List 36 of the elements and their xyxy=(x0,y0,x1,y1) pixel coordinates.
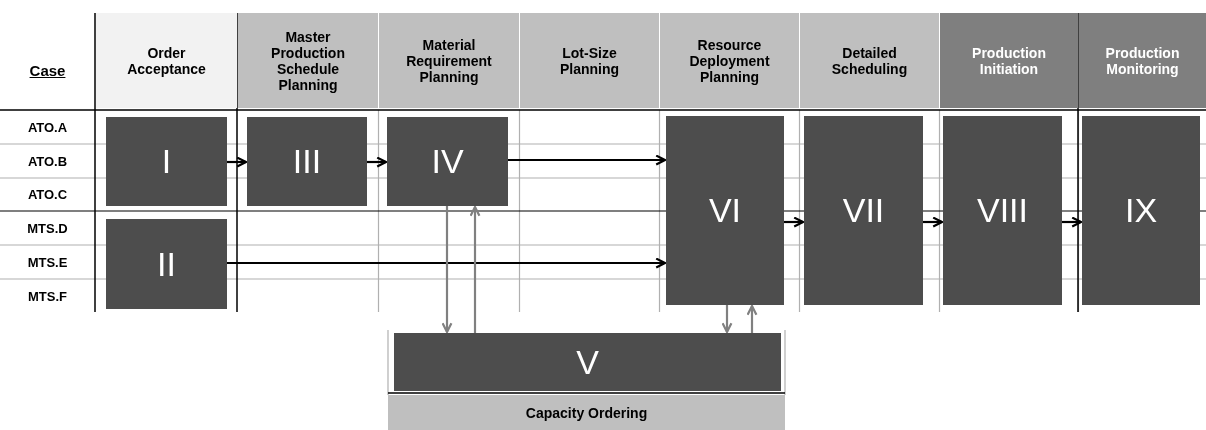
process-box: I xyxy=(106,117,227,206)
arrow xyxy=(227,156,248,168)
column-header: Resource Deployment Planning xyxy=(660,13,799,108)
column-header: Production Monitoring xyxy=(1079,13,1206,108)
arrow xyxy=(469,205,481,333)
row-label: MTS.F xyxy=(27,289,68,304)
process-box: V xyxy=(394,333,781,391)
row-label: MTS.E xyxy=(26,255,69,270)
process-box: IV xyxy=(387,117,508,206)
process-box: VII xyxy=(804,116,923,305)
arrow xyxy=(784,216,805,228)
process-box: III xyxy=(247,117,367,206)
arrow xyxy=(721,305,733,334)
arrow xyxy=(441,206,453,334)
arrow xyxy=(508,154,667,166)
column-heading: Case xyxy=(28,62,67,79)
arrow xyxy=(227,257,667,269)
arrow xyxy=(367,156,388,168)
process-box: VIII xyxy=(943,116,1062,305)
arrow xyxy=(746,304,758,333)
process-box: IX xyxy=(1082,116,1200,305)
arrow xyxy=(923,216,944,228)
column-header: Production Initiation xyxy=(940,13,1078,108)
process-box: VI xyxy=(666,116,784,305)
column-header: Master Production Schedule Planning xyxy=(238,13,378,108)
column-header: Material Requirement Planning xyxy=(379,13,519,108)
column-header: Lot-Size Planning xyxy=(520,13,659,108)
row-label: ATO.C xyxy=(26,187,69,202)
arrow xyxy=(1062,216,1083,228)
process-box: II xyxy=(106,219,227,309)
band-header: Capacity Ordering xyxy=(388,395,785,430)
row-label: ATO.A xyxy=(26,120,69,135)
row-label: MTS.D xyxy=(26,221,69,236)
column-header: Order Acceptance xyxy=(96,13,237,108)
column-header: Detailed Scheduling xyxy=(800,13,939,108)
row-label: ATO.B xyxy=(26,154,69,169)
